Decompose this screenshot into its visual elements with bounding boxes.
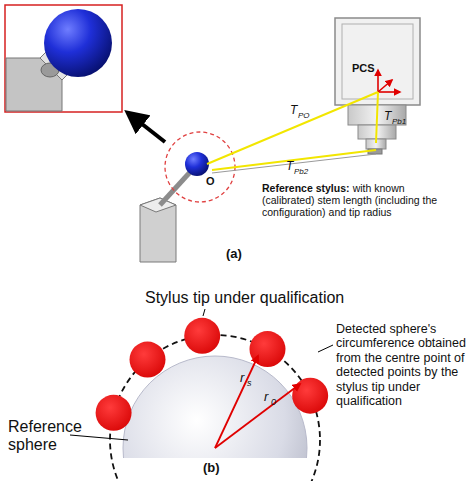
radius-symbol: r <box>264 390 268 405</box>
inset-view <box>5 5 122 112</box>
zoom-circle <box>165 132 235 202</box>
reference-stylus <box>140 152 209 262</box>
callout-label: Reference sphere <box>8 418 78 455</box>
detected-circle <box>110 335 320 481</box>
vector-subscript: Pb1 <box>392 117 406 126</box>
transform-vectors <box>207 92 378 173</box>
stylus-tip <box>130 342 166 378</box>
vector-symbol: T <box>290 104 297 118</box>
origin-label: O <box>206 175 215 188</box>
radius-symbol: r <box>240 371 244 386</box>
radius-arrows <box>215 356 300 448</box>
pcs-axes <box>378 70 400 92</box>
stylus-tip <box>96 395 132 431</box>
frame-label: PCS <box>352 62 375 75</box>
leader-lines <box>70 309 333 440</box>
stylus-note: Reference stylus:with known (calibrated)… <box>262 182 452 218</box>
panel-label: (b) <box>203 461 220 476</box>
stylus-tip <box>292 378 328 414</box>
stylus-tips <box>96 318 329 431</box>
callout-label: Detected sphere's circumference obtained… <box>336 322 468 408</box>
panel-label: (a) <box>226 247 242 262</box>
callout-label: Stylus tip under qualification <box>145 289 344 307</box>
machine-spindle <box>335 18 420 154</box>
vector-subscript: PO <box>298 111 310 120</box>
radius-subscript: s <box>247 378 252 388</box>
radius-subscript: 0 <box>271 397 276 407</box>
vector-symbol: T <box>384 110 391 124</box>
vector-symbol: T <box>286 160 293 174</box>
zoom-arrow <box>128 113 165 142</box>
vector-subscript: Pb2 <box>294 167 308 176</box>
note-heading: Reference stylus: <box>262 182 350 194</box>
stylus-tip <box>184 318 220 354</box>
